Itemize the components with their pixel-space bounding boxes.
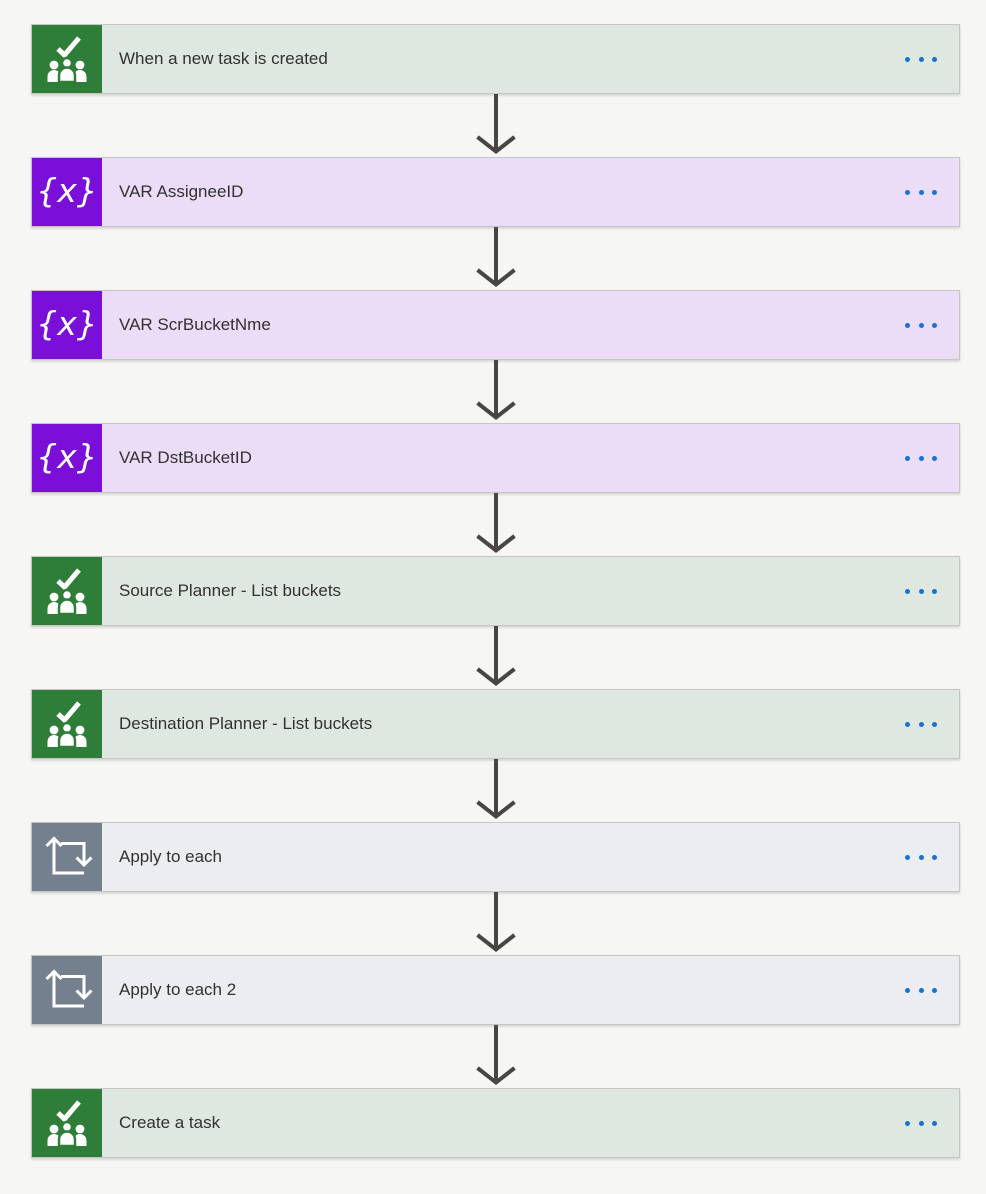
ellipsis-icon (932, 189, 937, 195)
step-icon-box: {x} (32, 1089, 102, 1157)
variable-x-icon: {x} (36, 170, 98, 210)
flow-step-card-control[interactable]: {x} Apply to each (31, 822, 960, 892)
step-icon-box: {x} (32, 956, 102, 1024)
flow-connector (31, 94, 960, 157)
step-title: Apply to each (119, 847, 223, 866)
ellipsis-icon (918, 854, 924, 860)
ellipsis-icon (918, 189, 924, 195)
flow-step-card-control[interactable]: {x} Apply to each 2 (31, 955, 960, 1025)
ellipsis-icon (932, 987, 937, 993)
arrow-down-icon (475, 94, 516, 155)
planner-check-people-icon (47, 1100, 87, 1148)
ellipsis-icon (905, 322, 910, 328)
step-title: Source Planner - List buckets (119, 581, 342, 600)
ellipsis-icon (905, 56, 910, 62)
ellipsis-icon (932, 854, 937, 860)
step-title: Apply to each 2 (119, 980, 237, 999)
ellipsis-icon (918, 1120, 924, 1126)
ellipsis-icon (932, 721, 937, 727)
arrow-down-icon (475, 759, 516, 820)
ellipsis-icon (918, 455, 924, 461)
step-menu-button[interactable] (903, 716, 939, 733)
flow-connector (31, 1025, 960, 1088)
ellipsis-icon (932, 588, 937, 594)
arrow-down-icon (475, 493, 516, 554)
step-title: When a new task is created (119, 49, 328, 68)
arrow-down-icon (475, 1025, 516, 1086)
step-icon-box: {x} (32, 690, 102, 758)
variable-x-icon: {x} (36, 303, 98, 343)
ellipsis-icon (932, 455, 937, 461)
step-menu-button[interactable] (903, 450, 939, 467)
step-title: VAR DstBucketID (119, 448, 252, 467)
ellipsis-icon (918, 987, 924, 993)
step-icon-box: {x} (32, 823, 102, 891)
planner-check-people-icon (47, 701, 87, 749)
ellipsis-icon (918, 721, 924, 727)
flow-step-card-planner[interactable]: {x} Destination Planner - List buckets (31, 689, 960, 759)
step-title: Create a task (119, 1113, 221, 1132)
ellipsis-icon (932, 56, 937, 62)
arrow-down-icon (475, 626, 516, 687)
planner-check-people-icon (47, 568, 87, 616)
flow-connector (31, 493, 960, 556)
ellipsis-icon (905, 854, 910, 860)
flow-connector (31, 360, 960, 423)
apply-to-each-loop-icon (45, 969, 93, 1008)
step-icon-box: {x} (32, 557, 102, 625)
step-icon-box: {x} (32, 158, 102, 226)
step-menu-button[interactable] (903, 317, 939, 334)
step-menu-button[interactable] (903, 849, 939, 866)
ellipsis-icon (905, 455, 910, 461)
ellipsis-icon (905, 987, 910, 993)
ellipsis-icon (905, 1120, 910, 1126)
ellipsis-icon (918, 322, 924, 328)
apply-to-each-loop-icon (45, 836, 93, 875)
ellipsis-icon (932, 322, 937, 328)
planner-check-people-icon (47, 36, 87, 84)
ellipsis-icon (905, 189, 910, 195)
step-menu-button[interactable] (903, 184, 939, 201)
step-menu-button[interactable] (903, 982, 939, 999)
flow-step-card-planner[interactable]: {x} When a new task is created (31, 24, 960, 94)
flow-step-card-variable[interactable]: {x} VAR ScrBucketNme (31, 290, 960, 360)
ellipsis-icon (905, 721, 910, 727)
flow-connector (31, 892, 960, 955)
ellipsis-icon (905, 588, 910, 594)
step-menu-button[interactable] (903, 51, 939, 68)
step-title: VAR ScrBucketNme (119, 315, 271, 334)
step-title: VAR AssigneeID (119, 182, 244, 201)
step-title: Destination Planner - List buckets (119, 714, 373, 733)
arrow-down-icon (475, 892, 516, 953)
step-menu-button[interactable] (903, 1115, 939, 1132)
ellipsis-icon (918, 588, 924, 594)
arrow-down-icon (475, 360, 516, 421)
step-icon-box: {x} (32, 25, 102, 93)
ellipsis-icon (918, 56, 924, 62)
variable-x-icon: {x} (36, 436, 98, 476)
step-icon-box: {x} (32, 424, 102, 492)
step-menu-button[interactable] (903, 583, 939, 600)
ellipsis-icon (932, 1120, 937, 1126)
arrow-down-icon (475, 227, 516, 288)
flow-step-card-variable[interactable]: {x} VAR DstBucketID (31, 423, 960, 493)
flow-connector (31, 227, 960, 290)
flow-step-card-variable[interactable]: {x} VAR AssigneeID (31, 157, 960, 227)
flow-connector (31, 759, 960, 822)
flow-connector (31, 626, 960, 689)
step-icon-box: {x} (32, 291, 102, 359)
flow-step-card-planner[interactable]: {x} Create a task (31, 1088, 960, 1158)
flow-step-card-planner[interactable]: {x} Source Planner - List buckets (31, 556, 960, 626)
